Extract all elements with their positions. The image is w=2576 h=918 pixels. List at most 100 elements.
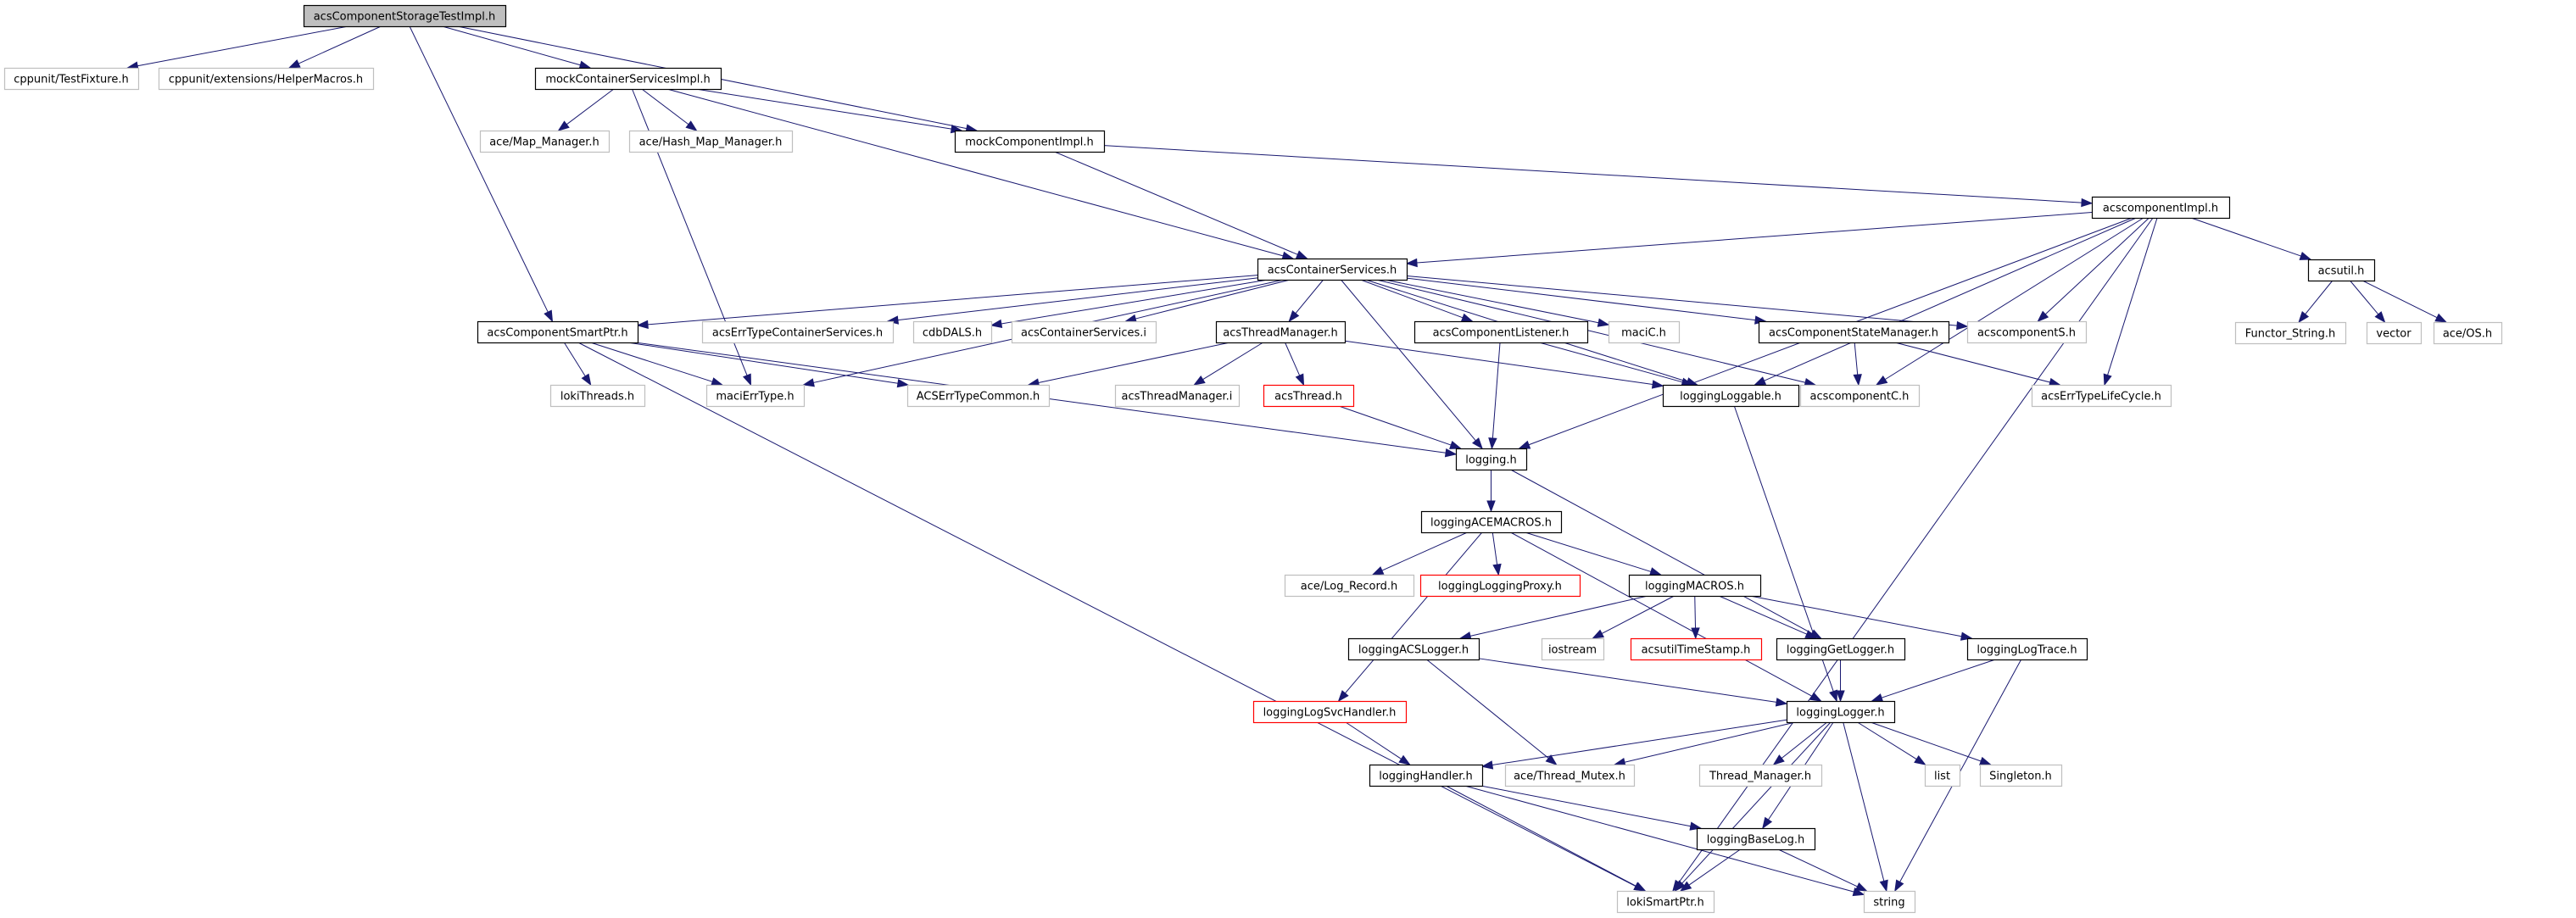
node-timestamp[interactable]: acsutilTimeStamp.h — [1630, 637, 1763, 661]
edge-line — [1764, 217, 2137, 381]
node-label: ace/Map_Manager.h — [489, 136, 599, 149]
node-box — [2234, 321, 2347, 345]
edge-smartptr-to-errtypecommon — [627, 342, 910, 388]
node-label: ace/Thread_Mutex.h — [1514, 771, 1625, 783]
node-loggable[interactable]: loggingLoggable.h — [1662, 384, 1800, 408]
edge-line — [1295, 279, 1324, 314]
node-box — [1541, 637, 1605, 661]
node-label: string — [1873, 897, 1904, 910]
node-box — [912, 320, 993, 344]
node-box — [1799, 384, 1921, 408]
node-box — [1420, 510, 1563, 534]
arrowhead-icon — [2298, 311, 2310, 324]
node-acsthread[interactable]: acsThread.h — [1263, 384, 1355, 408]
node-threadmgri: acsThreadManager.i — [1114, 384, 1241, 408]
edge-line — [1539, 342, 1683, 383]
node-label: ace/OS.h — [2443, 328, 2492, 341]
node-box — [1966, 637, 2088, 661]
edge-loggingmacros-to-timestamp — [1691, 595, 1700, 640]
node-handler[interactable]: loggingHandler.h — [1369, 764, 1484, 787]
node-acscontsvc[interactable]: acsContainerServices.h — [1257, 258, 1408, 281]
edge-line — [1854, 342, 1859, 376]
edge-acscompimpl-to-acscomps — [2037, 217, 2149, 322]
node-complistener[interactable]: acsComponentListener.h — [1413, 320, 1589, 344]
edge-logger-to-singleton — [1870, 721, 1992, 765]
node-acslogger[interactable]: loggingACSLogger.h — [1347, 637, 1480, 661]
arrowhead-icon — [1894, 879, 1904, 893]
node-box — [2091, 196, 2231, 220]
node-box — [1966, 320, 2088, 344]
arrowhead-icon — [711, 377, 724, 387]
edge-threadmgr-to-acsthread — [1285, 342, 1305, 387]
edge-complistener-to-logging — [1488, 342, 1501, 450]
node-getlogger[interactable]: loggingGetLogger.h — [1776, 637, 1906, 661]
edge-logger-to-threadmutex — [1613, 721, 1796, 767]
node-box — [1419, 574, 1581, 598]
edge-acemacros-to-logrecord — [1371, 531, 1468, 576]
edge-acscontsvc-to-contsvci — [1124, 279, 1291, 324]
edge-line — [1718, 595, 1808, 635]
arrowhead-icon — [1979, 756, 1992, 765]
edge-mockcontsvc-to-hashmapmgr — [641, 88, 698, 131]
node-box — [3, 67, 140, 91]
arrowhead-icon — [2434, 313, 2448, 323]
node-mockcontsvc[interactable]: mockContainerServicesImpl.h — [534, 67, 722, 91]
node-acscompimpl[interactable]: acscomponentImpl.h — [2091, 196, 2231, 220]
edge-line — [577, 342, 1636, 887]
edge-root-to-testfixture — [125, 25, 348, 70]
node-box — [1252, 700, 1408, 724]
node-root[interactable]: acsComponentStorageTestImpl.h — [303, 4, 507, 28]
node-box — [303, 4, 507, 28]
arrowhead-icon — [287, 59, 301, 69]
edge-mockcontsvc-to-mapmgr — [557, 88, 615, 131]
node-logger[interactable]: loggingLogger.h — [1786, 700, 1896, 724]
edge-line — [566, 88, 615, 125]
arrowhead-icon — [1371, 566, 1385, 576]
edge-baselog-to-lokismartptr — [1679, 848, 1741, 892]
edge-line — [1749, 595, 1962, 637]
arrowhead-icon — [802, 378, 815, 387]
node-logsvchandler[interactable]: loggingLogSvcHandler.h — [1252, 700, 1408, 724]
node-label: cppunit/extensions/HelperMacros.h — [169, 74, 363, 86]
node-baselog[interactable]: loggingBaseLog.h — [1696, 827, 1816, 851]
node-acsutil[interactable]: acsutil.h — [2307, 259, 2376, 282]
node-loggingproxy[interactable]: loggingLoggingProxy.h — [1419, 574, 1581, 598]
node-box — [1347, 637, 1480, 661]
edge-line — [695, 88, 952, 130]
arrowhead-icon — [1472, 437, 1483, 450]
node-label: list — [1934, 771, 1950, 783]
node-threadmgr[interactable]: acsThreadManager.h — [1215, 320, 1347, 344]
edge-line — [2190, 217, 2301, 257]
edge-smartptr-to-lokismartptr — [577, 342, 1646, 892]
arrowhead-icon — [1875, 375, 1888, 386]
arrowhead-icon — [1295, 250, 1308, 259]
node-box — [1504, 764, 1636, 787]
node-list: list — [1924, 764, 1961, 787]
edge-line — [563, 342, 586, 377]
node-label: lokiSmartPtr.h — [1626, 897, 1704, 910]
arrowhead-icon — [1775, 698, 1788, 707]
node-statemgr[interactable]: acsComponentStateManager.h — [1758, 320, 1950, 344]
arrowhead-icon — [1337, 690, 1349, 703]
arrowhead-icon — [2299, 251, 2312, 260]
edge-line — [1525, 531, 1652, 572]
node-label: maciC.h — [1621, 327, 1666, 340]
node-box — [705, 384, 806, 408]
node-label: acsErrTypeContainerServices.h — [712, 327, 883, 340]
node-mockcomp[interactable]: mockComponentImpl.h — [954, 130, 1106, 153]
edge-handler-to-baselog — [1480, 785, 1703, 831]
node-label: iostream — [1548, 644, 1597, 657]
node-loggingmacros[interactable]: loggingMACROS.h — [1628, 574, 1762, 598]
node-label: ace/Log_Record.h — [1301, 581, 1398, 593]
edge-line — [590, 342, 713, 382]
arrowhead-icon — [1879, 879, 1888, 893]
node-smartptr[interactable]: acsComponentSmartPtr.h — [477, 320, 639, 344]
node-label: acsComponentStateManager.h — [1769, 327, 1938, 340]
arrowhead-icon — [636, 320, 649, 330]
arrowhead-icon — [1545, 754, 1558, 765]
arrowhead-icon — [1674, 880, 1686, 893]
edge-acscontsvc-to-acscomps — [1406, 275, 1969, 331]
node-logtrace[interactable]: loggingLogTrace.h — [1966, 637, 2088, 661]
node-acemacros[interactable]: loggingACEMACROS.h — [1420, 510, 1563, 534]
node-logging[interactable]: logging.h — [1455, 448, 1528, 471]
